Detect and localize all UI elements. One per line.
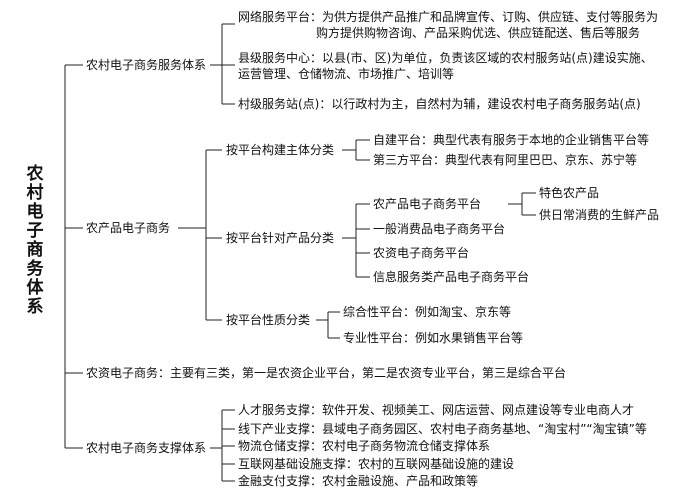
network-platform-line1: 网络服务平台：为供方提供产品推广和品牌宣传、订购、供应链、支付等服务为	[238, 10, 659, 24]
root-char: 体	[26, 278, 44, 298]
network-platform-line2: 购方提供购物咨询、产品采购优选、供应链配送、售后等服务	[316, 26, 641, 40]
support-system-node: 农村电子商务支撑体系	[86, 441, 207, 455]
root-char: 系	[26, 297, 44, 317]
internet-infra-support-node: 互联网基础设施支撑：农村的互联网基础设施的建设	[238, 457, 515, 471]
root-char: 农	[26, 164, 44, 184]
input-ecom-node: 农资电子商务：主要有三类，第一是农资企业平台，第二是农资专业平台，第三是综合平台	[86, 366, 567, 380]
root-title: 农 村 电 子 商 务 体 系	[26, 165, 44, 317]
finance-support-node: 金融支付支撑：农村金融设施、产品和政策等	[238, 474, 479, 488]
by-nature-node: 按平台性质分类	[226, 313, 311, 327]
fresh-produce-node: 供日常消费的生鲜产品	[539, 208, 660, 222]
logistics-support-node: 物流仓储支撑：农村电子商务物流仓储支撑体系	[238, 439, 491, 453]
consumer-goods-platform-node: 一般消费品电子商务平台	[373, 222, 506, 236]
self-built-platform-node: 自建平台：典型代表有服务于本地的企业销售平台等	[373, 133, 650, 147]
root-char: 电	[26, 202, 44, 222]
agri-product-platform-node: 农产品电子商务平台	[373, 197, 482, 211]
specialty-agri-node: 特色农产品	[539, 186, 600, 200]
by-product-node: 按平台针对产品分类	[226, 231, 335, 245]
village-station-node: 村级服务站(点)：以行政村为主，自然村为辅，建设农村电子商务服务站(点)	[238, 97, 641, 111]
county-center-line2: 运营管理、仓储物流、市场推广、培训等	[238, 67, 455, 81]
county-center-line1: 县级服务中心：以县(市、区)为单位，负责该区域的农村服务站(点)建设实施、	[238, 51, 653, 65]
service-system-node: 农村电子商务服务体系	[86, 58, 207, 72]
by-builder-node: 按平台构建主体分类	[226, 143, 335, 157]
specialized-platform-node: 专业性平台：例如水果销售平台等	[343, 331, 524, 345]
root-char: 务	[26, 259, 44, 279]
general-platform-node: 综合性平台：例如淘宝、京东等	[343, 305, 512, 319]
product-ecom-node: 农产品电子商务	[86, 221, 171, 235]
talent-support-node: 人才服务支撑：软件开发、视频美工、网店运营、网点建设等专业电商人才	[238, 403, 635, 417]
third-party-platform-node: 第三方平台：典型代表有阿里巴巴、京东、苏宁等	[373, 153, 638, 167]
root-char: 商	[26, 240, 44, 260]
offline-industry-support-node: 线下产业支撑：县域电子商务园区、农村电子商务基地、“淘宝村”“淘宝镇”等	[238, 422, 647, 436]
info-service-platform-node: 信息服务类产品电子商务平台	[373, 270, 530, 284]
root-char: 村	[26, 183, 44, 203]
agri-input-platform-node: 农资电子商务平台	[373, 246, 470, 260]
root-char: 子	[26, 221, 44, 241]
